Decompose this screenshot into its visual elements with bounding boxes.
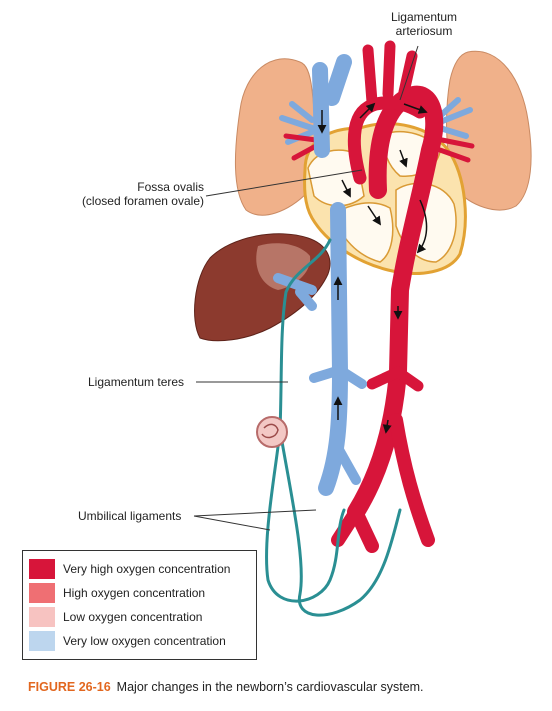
umbilicus-detail [261, 423, 279, 439]
legend-label: Very high oxygen concentration [63, 562, 231, 576]
legend-swatch [29, 607, 55, 627]
figure-caption: FIGURE 26-16 Major changes in the newborn… [28, 680, 424, 694]
umbilicus [256, 416, 288, 448]
ligamentum-arteriosum-label: Ligamentum arteriosum [384, 10, 464, 38]
flow-arrows [317, 102, 428, 434]
legend-label: High oxygen concentration [63, 586, 206, 600]
legend-swatch [29, 559, 55, 579]
ligamentum-teres-label: Ligamentum teres [88, 375, 185, 389]
inferior-vena-cava [318, 202, 348, 496]
figure-caption-text: Major changes in the newborn’s cardiovas… [116, 680, 424, 694]
fossa-ovalis-line-1: Fossa ovalis [137, 180, 204, 194]
figure-number: FIGURE 26-16 [28, 680, 111, 694]
left-lung [234, 58, 316, 216]
legend-label: Very low oxygen concentration [63, 634, 226, 648]
leader-lines [193, 45, 419, 531]
iliac-arteries [331, 413, 435, 553]
legend-swatch [29, 631, 55, 651]
fossa-ovalis-label: Fossa ovalis (closed foramen ovale) [58, 180, 204, 208]
pulmonary-branches [279, 97, 475, 163]
right-lung [446, 50, 532, 211]
aortic-branches [362, 40, 424, 392]
umbilical-ligaments-label: Umbilical ligaments [78, 509, 182, 523]
superior-vena-cava [312, 54, 352, 158]
fossa-ovalis-line-2: (closed foramen ovale) [81, 194, 204, 208]
venous-branches [273, 273, 367, 485]
legend-label: Low oxygen concentration [63, 610, 203, 624]
ligaments [265, 238, 402, 617]
ligamentum-arteriosum-line-2: arteriosum [395, 24, 453, 38]
legend: Very high oxygen concentration High oxyg… [22, 550, 257, 660]
ligamentum-arteriosum-line-1: Ligamentum [390, 10, 458, 24]
legend-swatch [29, 583, 55, 603]
liver-highlight [256, 243, 311, 290]
